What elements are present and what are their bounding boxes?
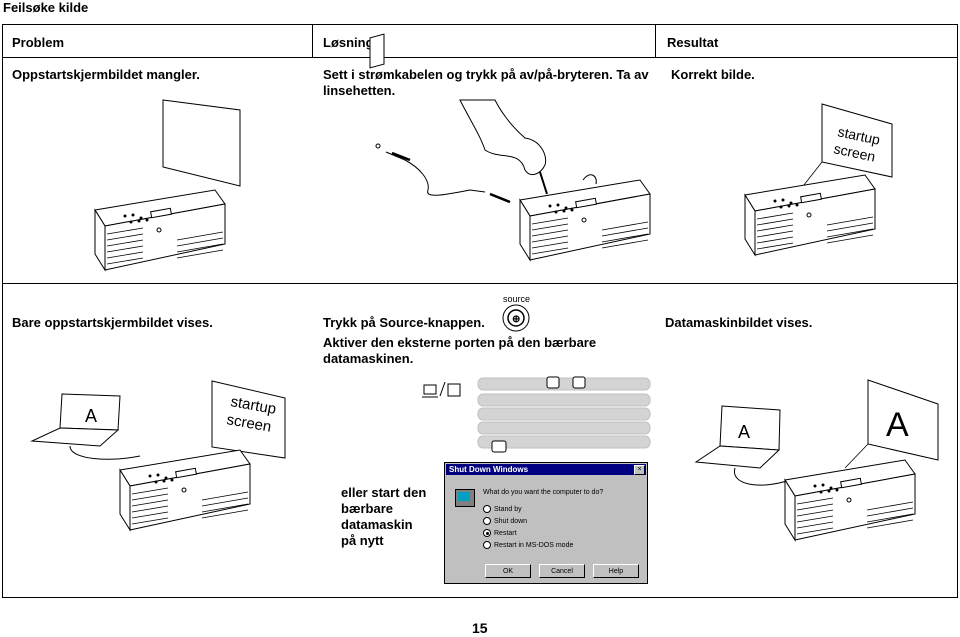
source-button-label: source xyxy=(503,294,530,304)
computer-screen xyxy=(867,379,939,461)
close-icon[interactable]: × xyxy=(634,465,645,475)
monitor-toggle-icon xyxy=(422,381,461,398)
projector-icon xyxy=(519,179,651,261)
option-restart-msdos[interactable]: Restart in MS-DOS mode xyxy=(483,541,573,549)
row2-problem: Bare oppstartskjermbildet vises. xyxy=(12,315,213,330)
page-number: 15 xyxy=(472,620,488,636)
power-cable xyxy=(385,151,486,196)
video-cable xyxy=(69,445,141,460)
page-heading: Feilsøke kilde xyxy=(3,0,89,15)
blank-screen xyxy=(162,99,241,187)
projector-icon xyxy=(744,174,876,256)
source-button-icon[interactable]: ⊕ xyxy=(502,304,530,332)
power-outlet-icon xyxy=(369,33,385,149)
cancel-button[interactable]: Cancel xyxy=(539,564,585,578)
lens-cap xyxy=(582,174,597,185)
row1-solution: Sett i strømkabelen og trykk på av/på-br… xyxy=(323,67,649,98)
header-divider xyxy=(655,25,656,57)
header-solution: Løsning xyxy=(323,35,374,50)
header-divider xyxy=(312,25,313,57)
dialog-question: What do you want the computer to do? xyxy=(483,489,604,496)
row-divider xyxy=(3,57,957,58)
row2-solution-line2: Aktiver den eksterne porten på den bærba… xyxy=(323,335,597,366)
header-result: Resultat xyxy=(667,35,719,50)
fn-key xyxy=(491,440,507,453)
keyboard-icon xyxy=(477,377,651,449)
help-button[interactable]: Help xyxy=(593,564,639,578)
projector-icon xyxy=(94,189,226,271)
laptop-letter: A xyxy=(738,422,750,442)
projector-icon xyxy=(784,459,916,541)
ok-button[interactable]: OK xyxy=(485,564,531,578)
startup-screen xyxy=(821,103,893,178)
computer-icon xyxy=(455,489,475,507)
arrow xyxy=(391,151,411,162)
radio-selected-icon[interactable] xyxy=(483,529,491,537)
row1-result: Korrekt bilde. xyxy=(671,67,755,82)
header-problem: Problem xyxy=(12,35,65,50)
radio-icon[interactable] xyxy=(483,541,491,549)
row2-solution-line1: Trykk på Source-knappen. xyxy=(323,315,485,330)
laptop-icon xyxy=(694,405,781,469)
arrow xyxy=(489,192,511,204)
laptop-letter: A xyxy=(85,406,97,426)
option-shut-down[interactable]: Shut down xyxy=(483,517,527,525)
option-restart[interactable]: Restart xyxy=(483,529,517,537)
function-key xyxy=(546,376,560,389)
projector-icon xyxy=(119,449,251,531)
restart-text: eller start den bærbare datamaskin på ny… xyxy=(341,485,427,548)
laptop-icon xyxy=(30,393,121,447)
option-stand-by[interactable]: Stand by xyxy=(483,505,522,513)
radio-icon[interactable] xyxy=(483,505,491,513)
row2-result: Datamaskinbildet vises. xyxy=(665,315,813,330)
radio-icon[interactable] xyxy=(483,517,491,525)
hand-pressing-icon xyxy=(459,99,548,195)
troubleshooting-table: Problem Løsning Resultat Oppstartskjermb… xyxy=(2,24,958,598)
video-cable xyxy=(734,467,791,486)
row-divider xyxy=(3,283,957,284)
dialog-title: Shut Down Windows xyxy=(446,464,646,475)
startup-screen xyxy=(211,380,286,459)
screen-letter: A xyxy=(886,406,909,444)
shutdown-dialog: Shut Down Windows × What do you want the… xyxy=(444,462,648,584)
function-key xyxy=(572,376,586,389)
svg-text:⊕: ⊕ xyxy=(512,314,520,325)
row1-problem: Oppstartskjermbildet mangler. xyxy=(12,67,200,82)
